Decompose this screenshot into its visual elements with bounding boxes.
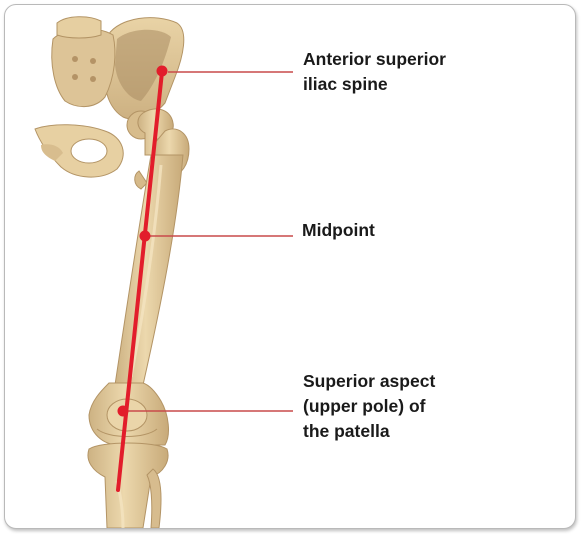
label-midpoint: Midpoint: [302, 218, 502, 243]
marker-midpoint: [140, 231, 151, 242]
label-anterior-superior-iliac-spine: Anterior superior iliac spine: [303, 47, 533, 97]
figure-frame: Anterior superior iliac spine Midpoint S…: [4, 4, 576, 529]
label-line: Midpoint: [302, 220, 375, 240]
label-superior-aspect-patella: Superior aspect (upper pole) of the pate…: [303, 369, 533, 444]
label-line: (upper pole) of: [303, 396, 425, 416]
label-line: the patella: [303, 421, 390, 441]
marker-patella: [118, 406, 129, 417]
tibia-illustration: [88, 443, 168, 528]
marker-asis: [157, 66, 168, 77]
label-line: iliac spine: [303, 74, 388, 94]
label-line: Superior aspect: [303, 371, 435, 391]
label-line: Anterior superior: [303, 49, 446, 69]
